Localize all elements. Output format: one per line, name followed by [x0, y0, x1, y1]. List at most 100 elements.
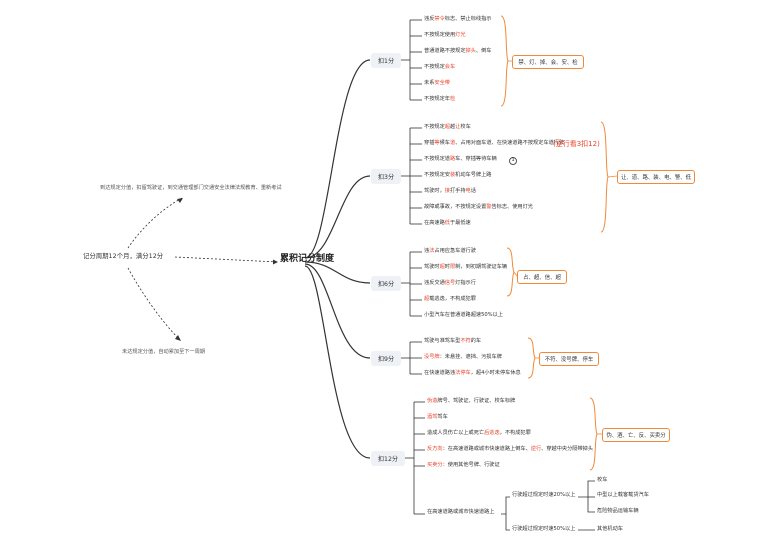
item-g3-6-part-1: 低	[444, 220, 450, 226]
speed-link-50	[505, 514, 510, 531]
item-g6-2-part-2: 灯指示行	[455, 280, 476, 286]
item-g3-6-part-2: 于最低速	[449, 220, 471, 226]
root-node: 记分周期12个月，满分12分	[83, 252, 164, 260]
summary-g3: 让、道、路、装、电、警、低	[617, 170, 695, 184]
item-g3-5: 故障或事故，不按规定设置警告标志、使用灯光	[424, 204, 533, 210]
item-g3-1-part-2: 候车	[439, 140, 450, 146]
item-g1-1-part-0: 不按规定使用	[424, 32, 456, 38]
item-g1-5-part-0: 不按规定年	[424, 96, 450, 102]
item-g12-2-part-0: 造成人员伤亡以上或死亡	[427, 430, 485, 436]
link-root-top-note	[127, 197, 183, 249]
item-g6-4: 小型汽车在普通道路超速50%以上	[424, 312, 503, 318]
speed-link-school-bus	[578, 480, 595, 498]
bracket-g12	[589, 397, 598, 471]
item-g12-3: 反方向：在高速道路或城市快速道路上倒车、逆行、穿越中央分隔带掉头	[427, 446, 594, 452]
g3-extra-note: (逆行看3扣12)	[553, 140, 600, 148]
item-g1-3-part-0: 不按规定	[424, 64, 445, 70]
item-g3-6-part-0: 在高速路	[424, 220, 445, 226]
item-g3-5-part-2: 告标志、使用灯光	[491, 204, 533, 210]
bracket-link-g3	[607, 175, 618, 178]
top-note: 到达规定分值，扣留驾驶证，到交通管理部门交通安全法律法规教育、重新考试	[100, 185, 282, 191]
link-center-g12	[304, 265, 371, 459]
item-g3-4-part-4: 话	[470, 188, 476, 194]
item-g6-3-part-0: 超	[424, 296, 430, 302]
item-g3-4-part-0: 驾驶时，	[424, 188, 445, 194]
item-g9-2-part-2: ，超4小时未停车休息	[470, 370, 521, 376]
speed-branch-50: 行驶超过规定时速50%以上	[512, 526, 576, 532]
item-g6-1-part-2: 时	[444, 264, 450, 270]
item-g12-0-part-0: 伪造	[427, 398, 438, 404]
link-root-bottom-note	[127, 267, 181, 341]
item-g12-3-part-0: 反方向	[427, 446, 443, 452]
link-center-g6	[304, 261, 371, 284]
item-g12-0: 伪造牌号、驾驶证、行驶证、校车标牌	[427, 398, 516, 404]
item-g12-3-part-2: 逆行	[530, 446, 542, 452]
item-g9-1: 没号牌：未悬挂、遮挡、污损车牌	[424, 354, 502, 360]
item-g9-2-part-0: 在快速道路违	[424, 370, 456, 376]
item-g6-1-part-3: 限	[449, 264, 456, 270]
item-g3-2: 不按规定道路车、穿插等待车辆	[424, 156, 497, 162]
bracket-link-g6	[513, 271, 518, 277]
item-g6-2: 违反交通信号灯指示行	[424, 280, 476, 286]
speed-link-hazmat	[587, 497, 595, 513]
item-g6-0: 违法占用应急车道行驶	[424, 248, 476, 254]
item-g3-1-part-0: 穿插	[424, 140, 435, 146]
item-g6-2-part-0: 违反交通	[424, 280, 445, 286]
item-g3-1-part-3: 道	[449, 140, 456, 146]
item-g3-3: 不按规定安装机动车号牌上路	[424, 172, 492, 178]
item-g1-0: 违反禁令标志、禁止标线指示	[424, 16, 491, 22]
item-g6-3: 超载逃逸，不构成犯罪	[424, 296, 476, 302]
item-g1-3-part-1: 会车	[444, 64, 456, 70]
link-root-center	[174, 256, 279, 263]
link-center-g9	[304, 263, 371, 359]
item-g3-6: 在高速路低于最低速	[424, 220, 471, 226]
item-g1-1-part-1: 灯光	[455, 32, 466, 38]
group-1-point-box: 扣1分	[371, 53, 401, 68]
item-g3-2-part-0: 不按规定道	[424, 156, 450, 162]
summary-brackets	[500, 15, 618, 471]
item-g6-3-part-1: 载	[429, 296, 435, 302]
link-center-g1	[304, 59, 371, 259]
speed-leaf-other: 其他机动车	[597, 526, 623, 532]
item-g1-2-part-1: 掉头	[465, 48, 476, 54]
item-g3-3-part-1: 装	[449, 172, 456, 178]
item-g1-0-part-1: 禁令	[434, 16, 445, 22]
item-g12-1-part-0: 酒驾	[427, 414, 438, 420]
speed-link-20	[501, 496, 510, 515]
item-g3-1: 穿插等候车道、占用对面车道、在快速道路不按规定车道行驶	[424, 140, 565, 146]
item-g6-0-part-1: 法	[429, 248, 435, 254]
summary-g9: 不符、没号牌、停车	[539, 352, 599, 366]
summary-g12: 伪、酒、亡、反、买卖分	[602, 428, 670, 442]
item-g1-0-part-0: 违反	[424, 16, 435, 22]
link-center-g3	[304, 175, 371, 259]
item-g6-0-part-2: 占用应急车道行驶	[434, 248, 476, 254]
speed-leaf-medium-vehicles: 中型以上载客载货汽车	[597, 492, 649, 498]
item-g1-4-part-1: 安全带	[434, 80, 450, 86]
item-g1-4-part-0: 未系	[424, 80, 435, 86]
item-g9-1-part-1: ：未悬挂、遮挡、污损车牌	[439, 354, 502, 360]
item-g3-4: 驾驶时，接打手持电话	[424, 188, 476, 194]
item-g9-0: 驾驶与准驾车型不符的车	[424, 338, 481, 344]
item-g3-1-part-1: 等	[434, 140, 440, 146]
speed-root: 在高速道路或城市快速道路上	[427, 509, 495, 515]
speed-leaf-school-bus: 校车	[597, 477, 608, 483]
item-g12-3-part-1: ：在高速道路或城市快速道路上倒车、	[442, 446, 531, 452]
item-g1-2-part-0: 普通道路不按规定	[424, 48, 466, 54]
item-g6-1-part-1: 超	[439, 264, 445, 270]
item-g12-3-part-3: 、穿越中央分隔带掉头	[541, 446, 594, 452]
item-g6-1-part-4: 制，到初期驾驶证车辆	[455, 264, 508, 270]
item-g9-0-part-0: 驾驶与准驾车型	[424, 338, 461, 344]
item-g6-1-part-0: 驾驶时	[424, 264, 440, 270]
item-g3-3-part-2: 机动车号牌上路	[455, 172, 492, 178]
item-g6-2-part-1: 信号	[444, 280, 456, 286]
item-g12-0-part-1: 牌号、驾驶证、行驶证、校车标牌	[437, 398, 516, 404]
item-g6-4-part-0: 小型汽车在普通道路超速50%以上	[424, 312, 503, 318]
item-g12-4-part-1: ：使用其他号牌、行驶证	[442, 462, 500, 468]
g3-circle-badge: 1	[509, 157, 517, 165]
bracket-g6	[506, 247, 515, 297]
item-g3-0-part-3: 让	[455, 124, 461, 130]
group-12-point-box: 扣12分	[371, 451, 405, 466]
item-g1-1: 不按规定使用灯光	[424, 32, 466, 38]
item-g3-1-part-4: 、占用对面车道、在快速道路不按规定车道行驶	[455, 140, 565, 146]
